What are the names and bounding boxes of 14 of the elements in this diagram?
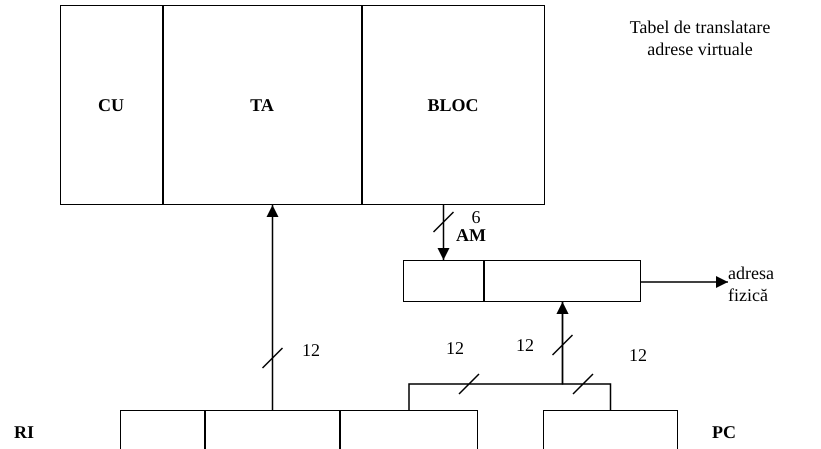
arrow [438,205,450,260]
arrow [641,276,728,288]
field-label: TA [250,94,274,116]
register-label: PC [712,421,736,443]
table-field [162,4,362,204]
field-label: BLOC [428,94,478,116]
arrow [556,302,612,410]
bus-width-label: 12 [516,334,534,356]
arrow [266,205,278,410]
output-label: adresa fizică [728,262,800,306]
table-caption: Tabel de translatare adrese virtuale [628,16,772,60]
register-field [204,410,340,448]
register-label: RI [14,421,34,443]
field-label: CU [98,94,124,116]
